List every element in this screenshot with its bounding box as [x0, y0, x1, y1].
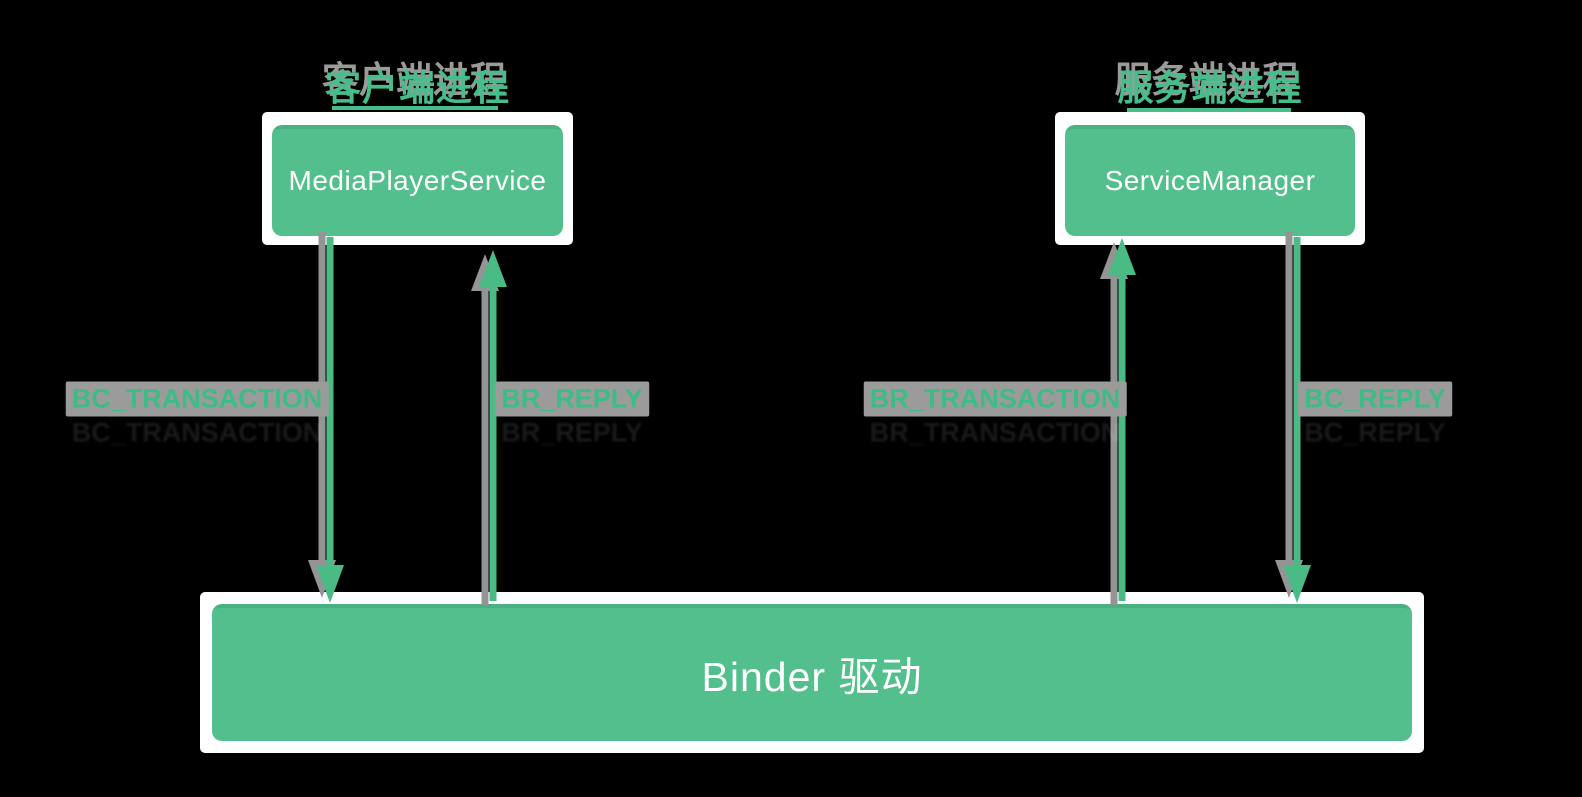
bc-transaction-down-arrow [300, 232, 360, 603]
bc-transaction-label: BC_TRANSACTION [65, 381, 329, 417]
binder-driver-label: Binder 驱动 [701, 653, 923, 700]
client-caption-underline [332, 106, 498, 110]
mediaplayerservice-label: MediaPlayerService [288, 164, 547, 196]
br-transaction-up-arrow [1092, 238, 1152, 605]
down-arrow-icon [308, 232, 344, 603]
br-reply-up-arrow [463, 250, 523, 605]
binder-driver-box-fill: Binder 驱动 [212, 604, 1412, 741]
mediaplayerservice-box: MediaPlayerService [262, 112, 573, 245]
binder-driver-box: Binder 驱动 [200, 592, 1424, 753]
servicemanager-box: ServiceManager [1055, 112, 1365, 245]
down-arrow-icon [1275, 232, 1311, 603]
up-arrow-icon [471, 250, 507, 605]
bc-reply-down-arrow [1267, 232, 1327, 603]
br-reply-label: BR_REPLY [495, 381, 649, 417]
server-process-caption: 服务端进程 [1117, 67, 1303, 108]
servicemanager-label: ServiceManager [1104, 164, 1316, 196]
mediaplayerservice-box-fill: MediaPlayerService [272, 125, 563, 236]
client-process-caption: 客户端进程 [324, 67, 510, 108]
up-arrow-icon [1100, 238, 1136, 605]
br-transaction-label: BR_TRANSACTION [863, 381, 1127, 417]
server-caption-underline [1127, 108, 1291, 112]
servicemanager-box-fill: ServiceManager [1065, 125, 1355, 236]
bc-reply-label: BC_REPLY [1298, 381, 1452, 417]
